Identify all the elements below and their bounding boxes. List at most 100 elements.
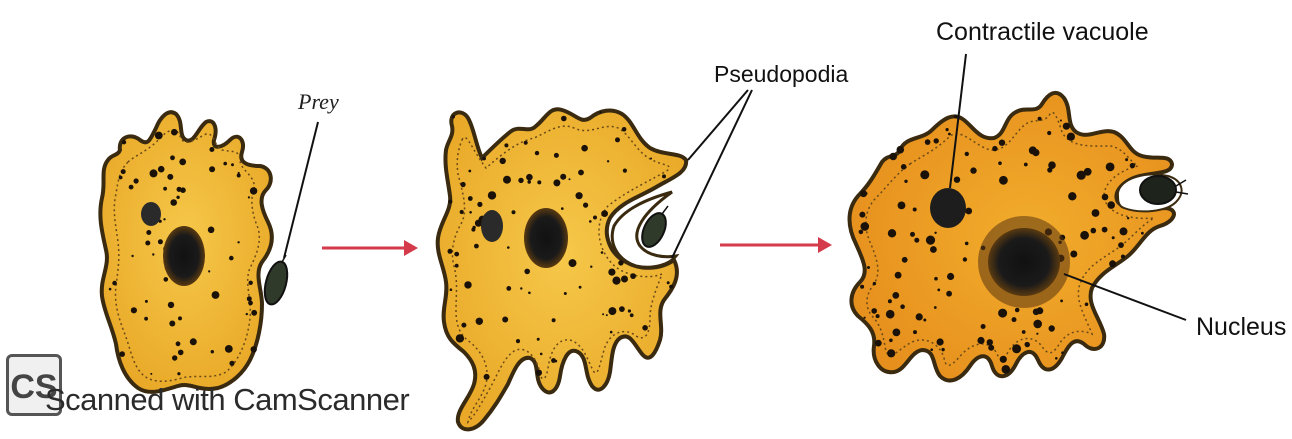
prey-leader-line [284,122,318,258]
granule [225,345,233,353]
granule [129,185,134,190]
granule [612,277,620,285]
granule [209,147,214,152]
granule [507,246,510,249]
granule [897,146,905,154]
granule [1025,342,1029,346]
granule [1084,168,1092,176]
granule [516,339,520,343]
granule [452,115,455,118]
granule [1055,357,1058,360]
pseudopodia-leader-lower [672,90,752,258]
granule [179,159,186,166]
prey-organism-3 [1118,174,1188,211]
granule [248,301,253,306]
granule [455,264,459,268]
granule [954,115,957,118]
prey-label: Prey [297,89,339,114]
granule [460,210,464,214]
granule [581,145,588,152]
granule [468,196,473,201]
granule [583,203,588,208]
granule [865,192,868,195]
granule [1032,149,1039,156]
granule [590,266,592,268]
granule [527,180,531,184]
granule [251,346,257,352]
granule [553,179,560,186]
granule [1036,307,1043,314]
granule [859,230,864,235]
granule [977,337,984,344]
granule [164,277,169,282]
granule [873,282,876,285]
granule [623,169,627,173]
granule [1048,161,1056,169]
granule [642,325,648,331]
granule [448,249,453,254]
granule [1022,330,1026,334]
granule [1000,356,1007,363]
granule [875,340,882,347]
granule [610,331,613,334]
granule [1112,236,1115,239]
granule [607,160,609,162]
granule [119,351,125,357]
granule [163,218,165,220]
granule [524,141,528,145]
granule [172,355,177,360]
granule [561,207,564,210]
granule [608,269,615,276]
granule [229,361,234,366]
granule [168,302,174,308]
granule [902,257,908,263]
granule [144,317,148,321]
granule [512,210,516,214]
granule [864,317,866,319]
granule [1107,201,1115,209]
granule [619,306,625,312]
granule [456,334,464,342]
granule [535,151,539,155]
granule [930,348,933,351]
granule [947,273,954,280]
granule [937,338,944,345]
granule [876,314,880,318]
granule [540,353,543,356]
granule [923,319,926,322]
granule [176,196,179,199]
granule [247,296,252,301]
granule [569,259,577,267]
granule [488,191,496,199]
granule [981,324,986,329]
granule [601,251,604,254]
amoeba-3-contractile-vacuole [930,188,966,228]
granule [109,288,112,291]
granule [887,349,895,357]
granule [900,304,905,309]
granule [1070,251,1077,258]
amoeba-stage-1 [100,112,271,392]
granule [537,338,540,341]
granule [249,281,253,285]
granule [119,176,123,180]
granule [1130,163,1135,168]
granule [237,241,239,243]
granule [248,196,250,198]
granule [992,146,997,151]
amoeba-1-contractile-vacuole [141,202,161,226]
camscanner-watermark-text: Scanned with CamScanner [45,382,409,418]
granule [152,253,154,255]
granule [178,350,184,356]
granule [621,276,628,283]
granule [914,238,919,243]
granule [504,143,508,147]
granule [946,291,952,297]
granule [1091,228,1097,234]
granule [1015,308,1020,313]
granule [231,163,234,166]
granule [561,116,567,122]
granule [988,345,994,351]
granule [461,323,466,328]
granule [1127,217,1129,219]
